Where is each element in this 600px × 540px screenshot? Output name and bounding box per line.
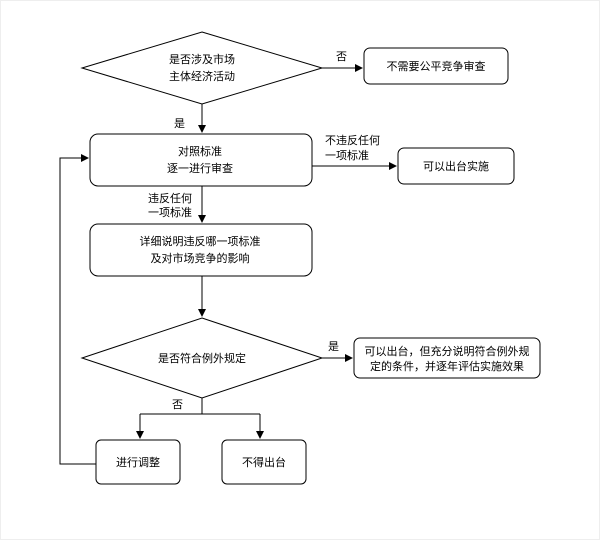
decision-market-line1: 是否涉及市场 xyxy=(169,52,235,66)
label-violate-1: 违反任何 xyxy=(148,192,192,205)
label-violate-2: 一项标准 xyxy=(148,205,192,219)
label-no-2: 否 xyxy=(172,398,183,411)
box-compare-standard xyxy=(89,133,313,187)
adjust-text: 进行调整 xyxy=(116,455,160,469)
box-adjust xyxy=(95,439,181,485)
box-explain-violation xyxy=(89,223,313,277)
explain-line1: 详细说明违反哪一项标准 xyxy=(140,234,261,248)
decision-exception-text: 是否符合例外规定 xyxy=(158,351,246,365)
compare-line2: 逐一进行审查 xyxy=(167,161,233,175)
box-no-review xyxy=(363,47,509,85)
label-not-violate-1: 不违反任何 xyxy=(325,134,380,147)
no-review-text: 不需要公平竞争审查 xyxy=(387,59,486,73)
label-yes-2: 是 xyxy=(328,340,339,353)
explain-line2: 及对市场竞争的影响 xyxy=(151,251,250,265)
exception-line1: 可以出台，但充分说明符合例外规 xyxy=(365,344,530,358)
box-cannot-issue xyxy=(221,439,307,485)
label-not-violate-2: 一项标准 xyxy=(325,148,369,162)
can-implement-text: 可以出台实施 xyxy=(423,159,489,173)
feedback-loop-arrow xyxy=(59,154,96,465)
label-yes-1: 是 xyxy=(174,117,185,130)
decision-market-line2: 主体经济活动 xyxy=(169,69,235,83)
compare-line1: 对照标准 xyxy=(178,144,222,158)
decision-market-activity xyxy=(80,31,324,105)
label-no-1: 否 xyxy=(336,50,347,63)
exception-line2: 定的条件，并逐年评估实施效果 xyxy=(370,359,524,373)
cannot-issue-text: 不得出台 xyxy=(242,455,286,469)
box-exception-allowed xyxy=(353,337,541,379)
box-can-implement xyxy=(397,147,515,185)
